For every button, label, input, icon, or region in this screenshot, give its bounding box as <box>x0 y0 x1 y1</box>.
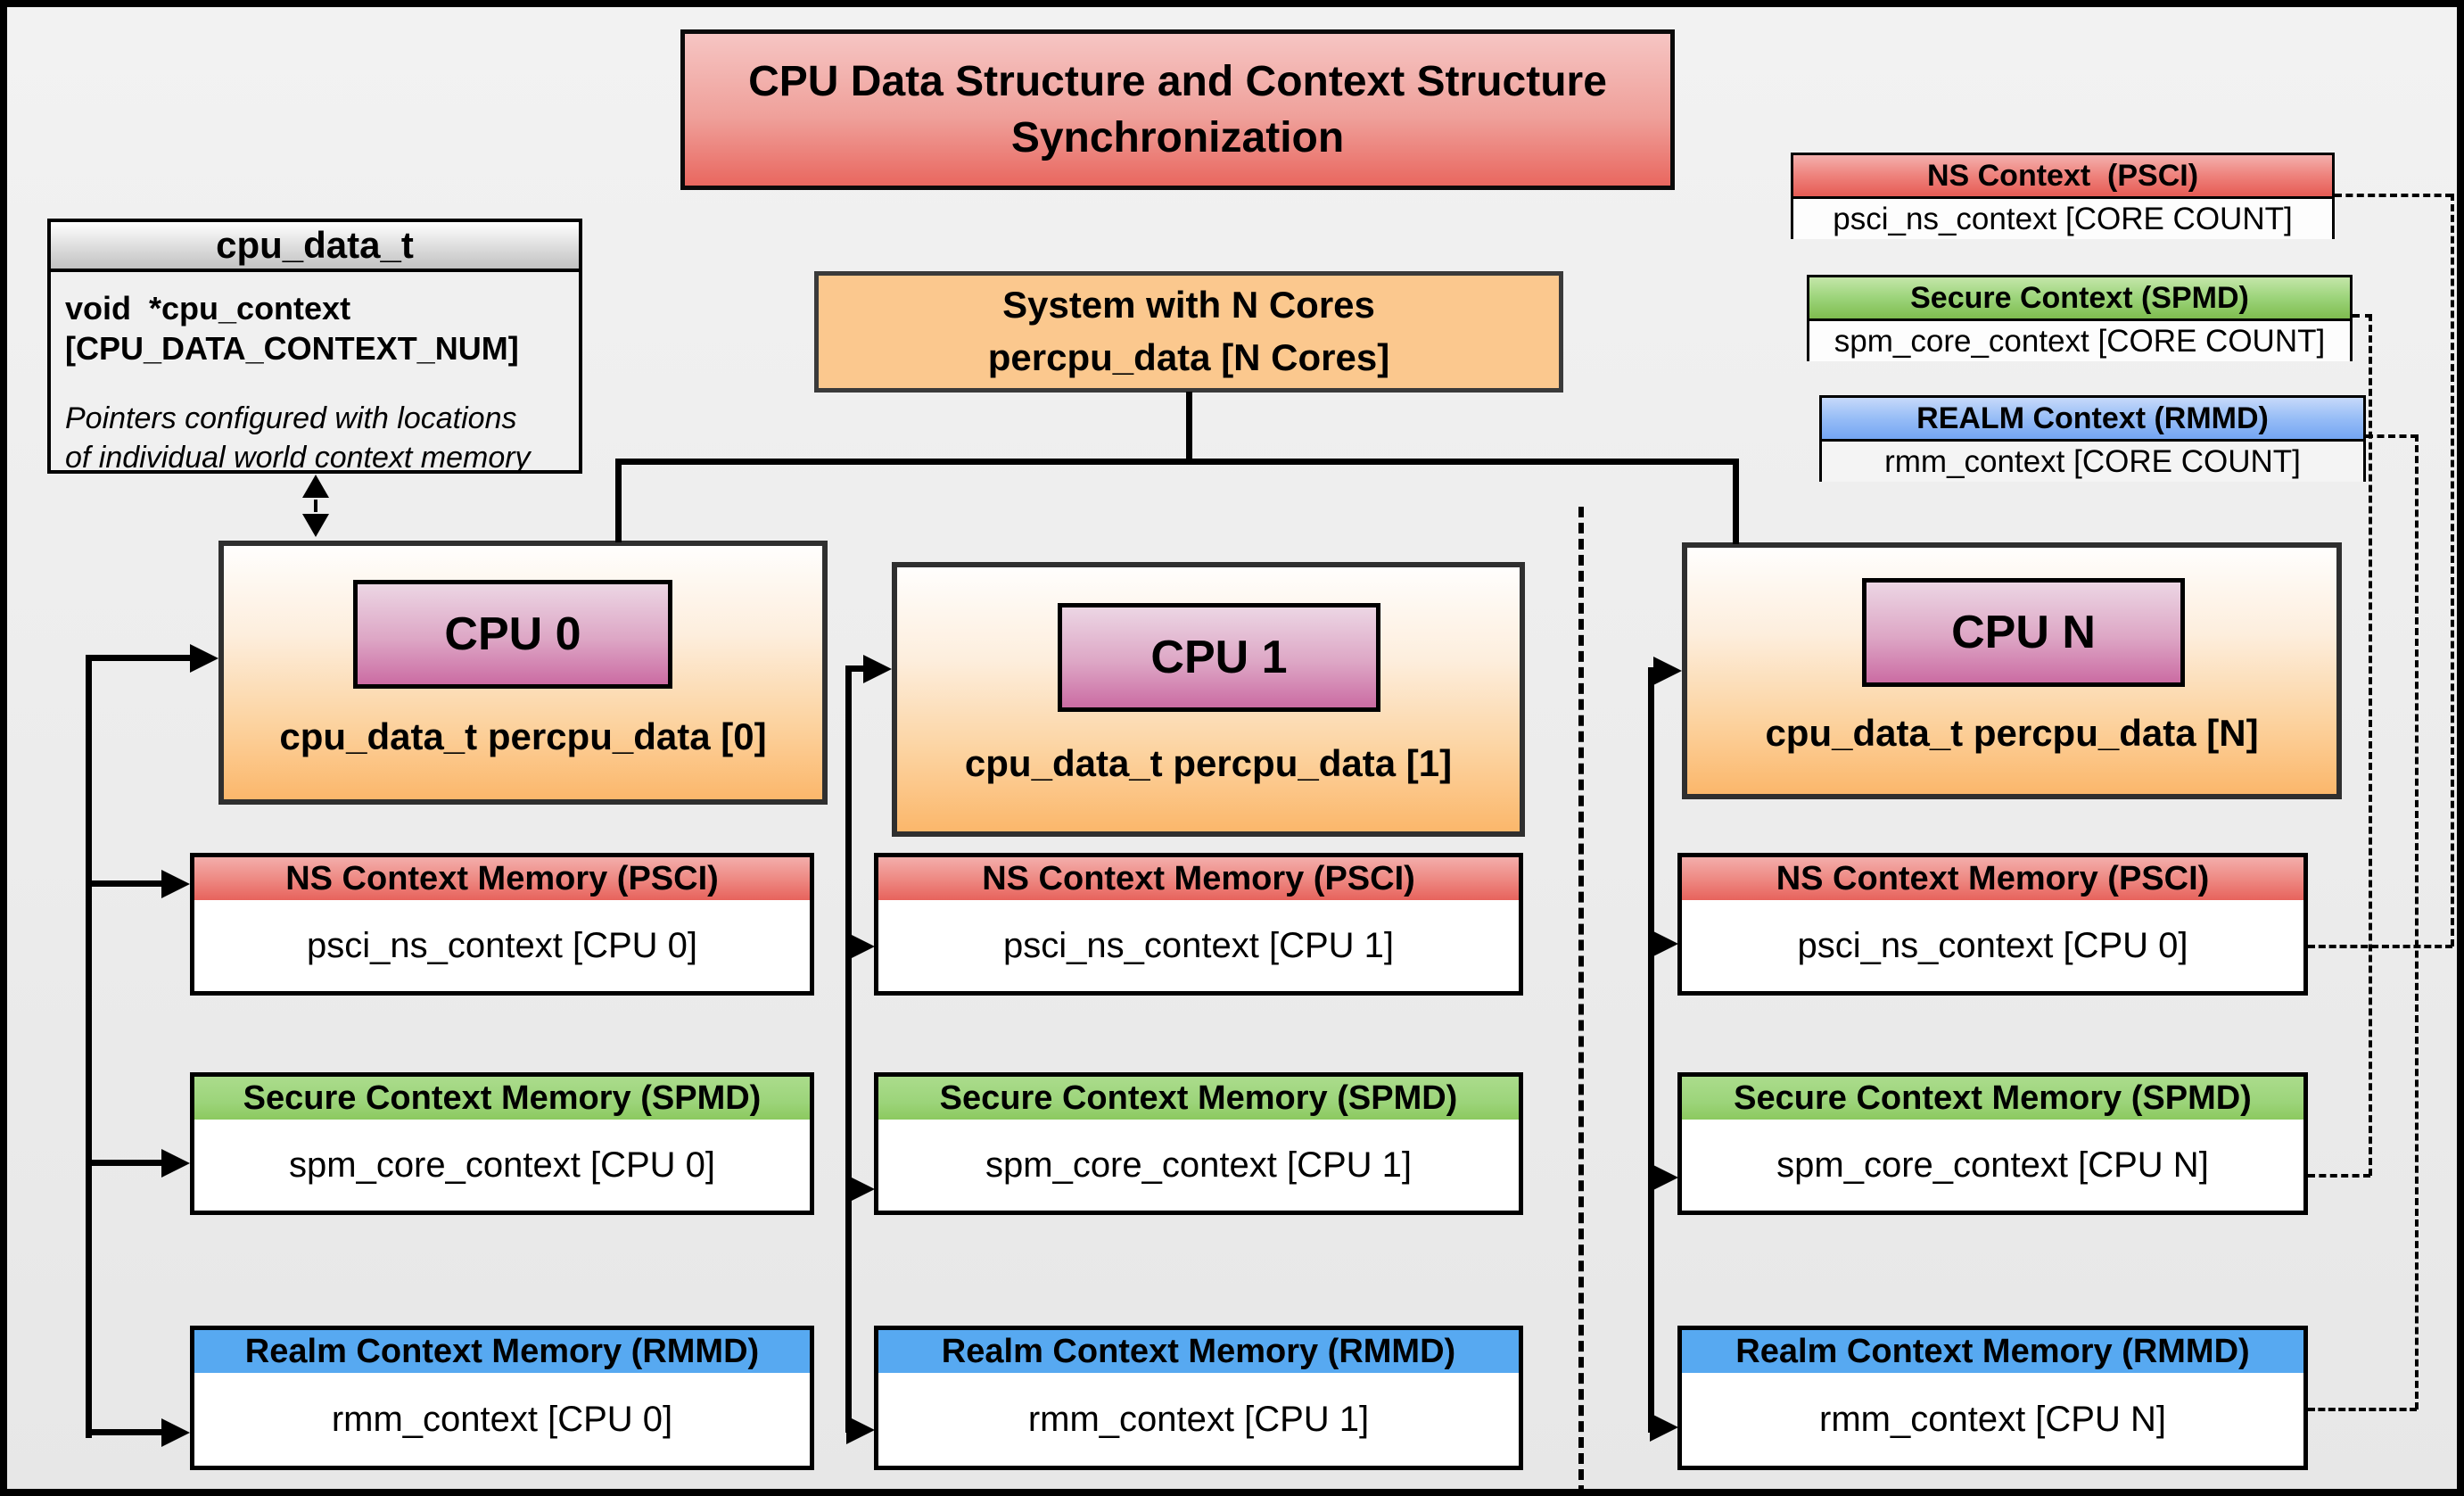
legend-secure-body: spm_core_context [CORE COUNT] <box>1809 321 2350 361</box>
cpu1-ns-context-box: NS Context Memory (PSCI) psci_ns_context… <box>874 853 1523 996</box>
rail-cpu0 <box>86 655 92 1438</box>
branch-cpu1-top <box>845 665 869 672</box>
cpu0-ns-context-header: NS Context Memory (PSCI) <box>194 857 810 905</box>
legend-ns-box: NS Context (PSCI) psci_ns_context [CORE … <box>1791 153 2335 239</box>
separator-dashed-line <box>1578 507 1584 1489</box>
legend-ns-header: NS Context (PSCI) <box>1793 155 2332 199</box>
cpu-context-decl-line2: [CPU_DATA_CONTEXT_NUM] <box>65 330 519 367</box>
arrowhead-cpun-ns <box>1650 930 1678 958</box>
dashed-ns-out <box>2335 194 2452 197</box>
cpun-secure-context-body: spm_core_context [CPU N] <box>1682 1120 2303 1211</box>
cpun-ns-context-body: psci_ns_context [CPU 0] <box>1682 900 2303 991</box>
cpun-realm-context-body: rmm_context [CPU N] <box>1682 1373 2303 1466</box>
system-box: System with N Cores percpu_data [N Cores… <box>814 271 1563 393</box>
cpu1-realm-context-box: Realm Context Memory (RMMD) rmm_context … <box>874 1326 1523 1470</box>
dashed-realm-vertical <box>2415 434 2419 1409</box>
cpu1-realm-context-body: rmm_context [CPU 1] <box>878 1373 1519 1466</box>
branch-cpu0-realm <box>86 1429 165 1435</box>
title-line1: CPU Data Structure and Context Structure <box>748 57 1607 105</box>
cpu0-secure-context-body: spm_core_context [CPU 0] <box>194 1120 810 1211</box>
legend-secure-box: Secure Context (SPMD) spm_core_context [… <box>1807 275 2353 361</box>
dashed-ns-vertical <box>2451 194 2454 946</box>
cpun-secure-context-header: Secure Context Memory (SPMD) <box>1682 1077 2303 1124</box>
arrowhead-cpu0-secure <box>161 1149 190 1178</box>
arrowhead-up-cpu-data-t <box>302 475 329 498</box>
cpu-data-t-body: void *cpu_context [CPU_DATA_CONTEXT_NUM]… <box>51 272 579 477</box>
dashed-ns-into-box <box>2308 945 2452 948</box>
cpu0-label: cpu_data_t percpu_data [0] <box>279 715 767 757</box>
connector-system-stem <box>1186 392 1192 460</box>
legend-realm-header: REALM Context (RMMD) <box>1822 398 2363 442</box>
cpun-ns-context-box: NS Context Memory (PSCI) psci_ns_context… <box>1677 853 2308 996</box>
branch-cpu0-ns <box>86 880 165 887</box>
cpu1-ns-context-header: NS Context Memory (PSCI) <box>878 857 1519 905</box>
cpu0-chip: CPU 0 <box>353 580 672 689</box>
system-line1: System with N Cores <box>1002 284 1375 326</box>
branch-cpu0-secure <box>86 1160 165 1166</box>
cpu0-ns-context-box: NS Context Memory (PSCI) psci_ns_context… <box>190 853 814 996</box>
dashed-secure-out <box>2353 314 2372 318</box>
cpu1-secure-context-box: Secure Context Memory (SPMD) spm_core_co… <box>874 1072 1523 1215</box>
dashed-secure-vertical <box>2369 314 2372 1176</box>
pointers-note-line1: Pointers configured with locations <box>65 401 517 435</box>
arrowhead-cpun-secure <box>1650 1163 1678 1192</box>
cpu0-secure-context-box: Secure Context Memory (SPMD) spm_core_co… <box>190 1072 814 1215</box>
legend-realm-body: rmm_context [CORE COUNT] <box>1822 442 2363 482</box>
arrowhead-cpu1-ns <box>846 932 875 961</box>
connector-drop-cpun <box>1733 459 1739 544</box>
cpu0-secure-context-header: Secure Context Memory (SPMD) <box>194 1077 810 1124</box>
cpu1-realm-context-header: Realm Context Memory (RMMD) <box>878 1330 1519 1377</box>
cpu1-box: CPU 1 cpu_data_t percpu_data [1] <box>892 562 1525 837</box>
rail-cpu1 <box>845 665 852 1433</box>
cpun-ns-context-header: NS Context Memory (PSCI) <box>1682 857 2303 905</box>
arrowhead-down-cpu0-top <box>302 514 329 537</box>
cpun-chip: CPU N <box>1862 578 2185 687</box>
legend-ns-body: psci_ns_context [CORE COUNT] <box>1793 199 2332 239</box>
dashed-realm-into-box <box>2308 1408 2417 1411</box>
arrowhead-cpu1-realm <box>846 1416 875 1444</box>
cpu1-chip: CPU 1 <box>1058 603 1380 712</box>
arrowhead-cpun-realm <box>1650 1413 1678 1442</box>
pointers-note-line2: of individual world context memory <box>65 441 531 475</box>
legend-secure-header: Secure Context (SPMD) <box>1809 277 2350 321</box>
arrowhead-cpu0-box <box>190 644 218 673</box>
cpu0-realm-context-header: Realm Context Memory (RMMD) <box>194 1330 810 1377</box>
cpu1-secure-context-body: spm_core_context [CPU 1] <box>878 1120 1519 1211</box>
cpu-data-t-box: cpu_data_t void *cpu_context [CPU_DATA_C… <box>47 219 582 477</box>
cpun-box: CPU N cpu_data_t percpu_data [N] <box>1682 542 2342 799</box>
title-box: CPU Data Structure and Context Structure… <box>680 29 1675 190</box>
cpun-label: cpu_data_t percpu_data [N] <box>1765 712 2259 754</box>
cpun-realm-context-header: Realm Context Memory (RMMD) <box>1682 1330 2303 1377</box>
cpu1-ns-context-body: psci_ns_context [CPU 1] <box>878 900 1519 991</box>
cpu1-secure-context-header: Secure Context Memory (SPMD) <box>878 1077 1519 1124</box>
arrowhead-cpu1-secure <box>846 1175 875 1203</box>
rail-cpun <box>1648 667 1654 1433</box>
cpun-secure-context-box: Secure Context Memory (SPMD) spm_core_co… <box>1677 1072 2308 1215</box>
cpu0-realm-context-body: rmm_context [CPU 0] <box>194 1373 810 1466</box>
dashed-link-cpu-data-t <box>314 500 317 512</box>
dashed-realm-out <box>2366 434 2418 438</box>
arrowhead-cpu1-box <box>863 655 892 683</box>
legend-realm-box: REALM Context (RMMD) rmm_context [CORE C… <box>1819 395 2366 482</box>
cpu-context-decl-line1: void *cpu_context <box>65 290 351 326</box>
arrowhead-cpun-box <box>1653 657 1682 685</box>
connector-drop-cpu0 <box>615 459 622 542</box>
connector-distribution-line <box>615 459 1739 465</box>
cpun-realm-context-box: Realm Context Memory (RMMD) rmm_context … <box>1677 1326 2308 1470</box>
dashed-secure-into-box <box>2308 1174 2370 1178</box>
system-line2: percpu_data [N Cores] <box>987 336 1390 378</box>
arrowhead-cpu0-realm <box>161 1418 190 1447</box>
cpu0-box: CPU 0 cpu_data_t percpu_data [0] <box>218 541 828 805</box>
cpu-data-t-header: cpu_data_t <box>51 222 579 272</box>
title-line2: Synchronization <box>1010 114 1345 161</box>
arrowhead-cpu0-ns <box>161 870 190 898</box>
cpu1-label: cpu_data_t percpu_data [1] <box>964 742 1453 784</box>
cpu0-ns-context-body: psci_ns_context [CPU 0] <box>194 900 810 991</box>
cpu0-realm-context-box: Realm Context Memory (RMMD) rmm_context … <box>190 1326 814 1470</box>
branch-cpu0-top <box>86 655 194 661</box>
